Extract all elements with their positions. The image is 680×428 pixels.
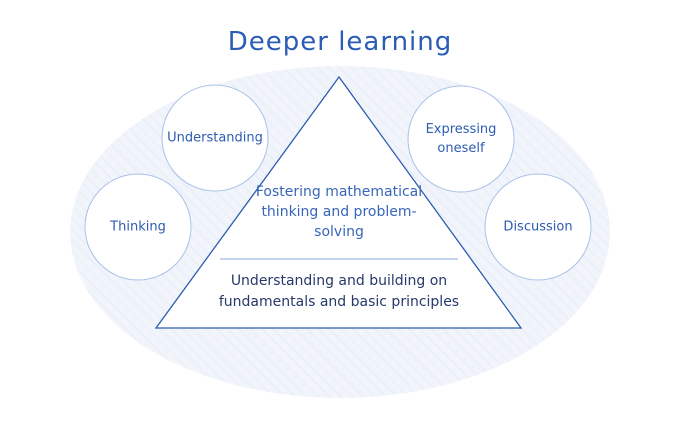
circle-label-expressing: Expressing oneself bbox=[425, 122, 497, 156]
circle-thinking bbox=[84, 173, 192, 281]
circle-expressing bbox=[407, 85, 515, 193]
triangle-upper-text: Fostering mathematical thinking and prob… bbox=[255, 184, 423, 240]
diagram-title: Deeper learning bbox=[227, 27, 453, 57]
circle-label-understanding: Understanding bbox=[167, 130, 263, 146]
circle-discussion bbox=[484, 173, 592, 281]
circle-label-discussion: Discussion bbox=[503, 219, 573, 235]
triangle bbox=[154, 75, 523, 329]
circle-label-thinking: Thinking bbox=[110, 219, 166, 235]
circle-understanding bbox=[161, 84, 269, 192]
triangle-lower-text: Understanding and building on fundamenta… bbox=[218, 273, 460, 310]
